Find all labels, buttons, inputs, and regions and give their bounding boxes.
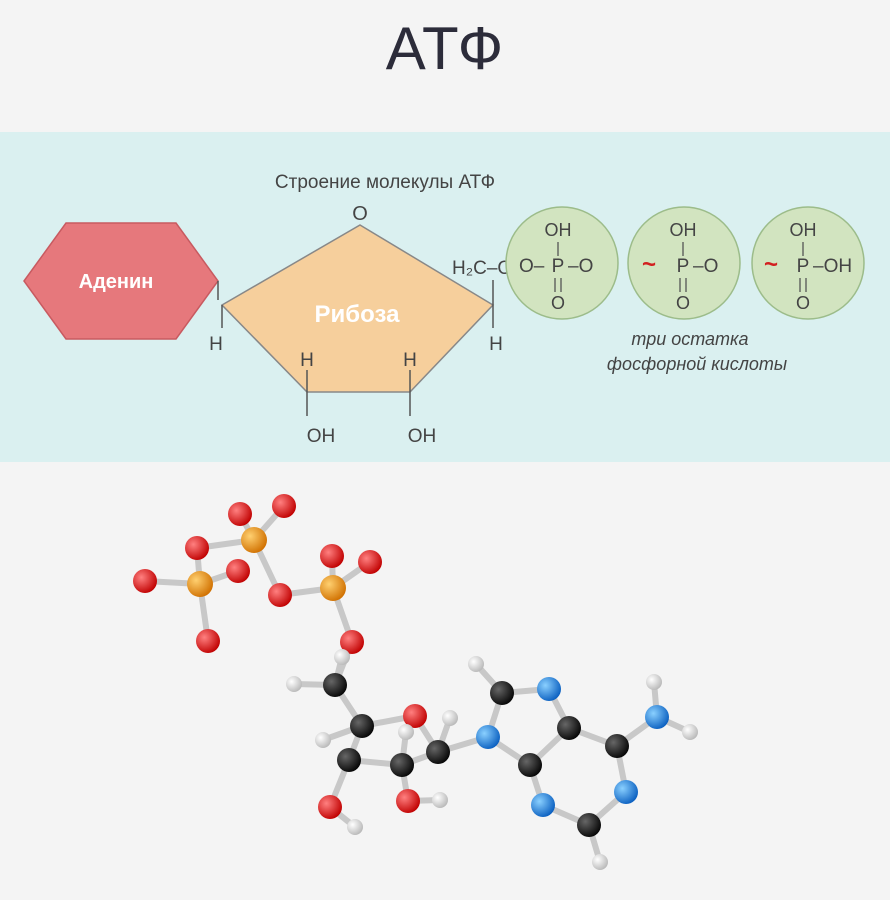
phosphorus-atom (320, 575, 346, 601)
phosphate-1-oh: OH (545, 220, 572, 240)
phosphorus-atom (241, 527, 267, 553)
c3-hydroxyl: OH (408, 426, 437, 447)
c2-hydroxyl: OH (307, 426, 336, 447)
phosphate-2-p: P (677, 256, 690, 277)
phosphate-3-o: O (796, 293, 810, 313)
hydrogen-atom (468, 656, 484, 672)
phosphate-group-2: OH ~ P –O O (627, 206, 741, 320)
phosphate-2-o: O (676, 293, 690, 313)
nitrogen-atom (476, 725, 500, 749)
left-hydrogen: H (209, 334, 223, 355)
phosphate-group-3: OH ~ P –OH O (751, 206, 865, 320)
atp-structural-formula: Строение молекулы АТФ Аденин Рибоза O H … (23, 172, 865, 447)
hydrogen-atom (442, 710, 458, 726)
carbon-atom (426, 740, 450, 764)
phosphate-2-right-o: –O (693, 256, 718, 277)
oxygen-atom (226, 559, 250, 583)
c2-hydrogen: H (300, 350, 314, 371)
hydrogen-atom (682, 724, 698, 740)
carbon-atom (350, 714, 374, 738)
phosphate-3-right-oh: –OH (813, 256, 852, 277)
atp-ball-and-stick-model (133, 494, 698, 870)
phosphate-1-o: O (551, 293, 565, 313)
ribose-pentagon (220, 224, 495, 393)
hydrogen-atom (592, 854, 608, 870)
c3-hydrogen: H (403, 350, 417, 371)
phosphate-circle-3 (751, 206, 865, 320)
oxygen-atom (185, 536, 209, 560)
hydrogen-atom (432, 792, 448, 808)
oxygen-atom (268, 583, 292, 607)
phosphate-2-oh: OH (670, 220, 697, 240)
carbon-atom (337, 748, 361, 772)
page-title: АТФ (385, 15, 505, 82)
phosphate-1-left-o: O– (519, 256, 545, 277)
phosphate-group-1: OH O– P –O O (505, 206, 619, 320)
carbon-atom (390, 753, 414, 777)
ribose-label: Рибоза (315, 301, 401, 328)
carbon-atom (605, 734, 629, 758)
right-hydrogen: H (489, 334, 503, 355)
carbon-atom (557, 716, 581, 740)
phosphate-1-p: P (552, 256, 565, 277)
phosphate-3-oh: OH (790, 220, 817, 240)
model-atoms (133, 494, 698, 870)
carbon-atom (577, 813, 601, 837)
carbon-atom (490, 681, 514, 705)
high-energy-bond-2: ~ (764, 251, 778, 278)
nitrogen-atom (537, 677, 561, 701)
diagram-subtitle: Строение молекулы АТФ (275, 172, 495, 193)
hydrogen-atom (315, 732, 331, 748)
oxygen-atom (396, 789, 420, 813)
oxygen-atom (358, 550, 382, 574)
hydrogen-atom (398, 724, 414, 740)
nitrogen-atom (531, 793, 555, 817)
phosphorus-atom (187, 571, 213, 597)
nitrogen-atom (645, 705, 669, 729)
oxygen-atom (320, 544, 344, 568)
oxygen-atom (133, 569, 157, 593)
oxygen-atom (340, 630, 364, 654)
carbon-atom (518, 753, 542, 777)
oxygen-atom (228, 502, 252, 526)
oxygen-atom (272, 494, 296, 518)
adenine-label: Аденин (79, 271, 154, 293)
carbon-atom (323, 673, 347, 697)
hydrogen-atom (286, 676, 302, 692)
caption-line-2: фосфорной кислоты (607, 354, 787, 374)
oxygen-atom (318, 795, 342, 819)
phosphate-3-p: P (797, 256, 810, 277)
caption-line-1: три остатка (631, 329, 748, 349)
high-energy-bond-1: ~ (642, 251, 656, 278)
oxygen-atom (196, 629, 220, 653)
phosphate-1-right-o: –O (568, 256, 593, 277)
phosphate-circle-1 (505, 206, 619, 320)
phosphate-circle-2 (627, 206, 741, 320)
model-bonds (142, 503, 693, 865)
hydrogen-atom (347, 819, 363, 835)
nitrogen-atom (614, 780, 638, 804)
hydrogen-atom (334, 649, 350, 665)
hydrogen-atom (646, 674, 662, 690)
oxygen-atom (403, 704, 427, 728)
ring-oxygen-label: O (352, 203, 368, 225)
